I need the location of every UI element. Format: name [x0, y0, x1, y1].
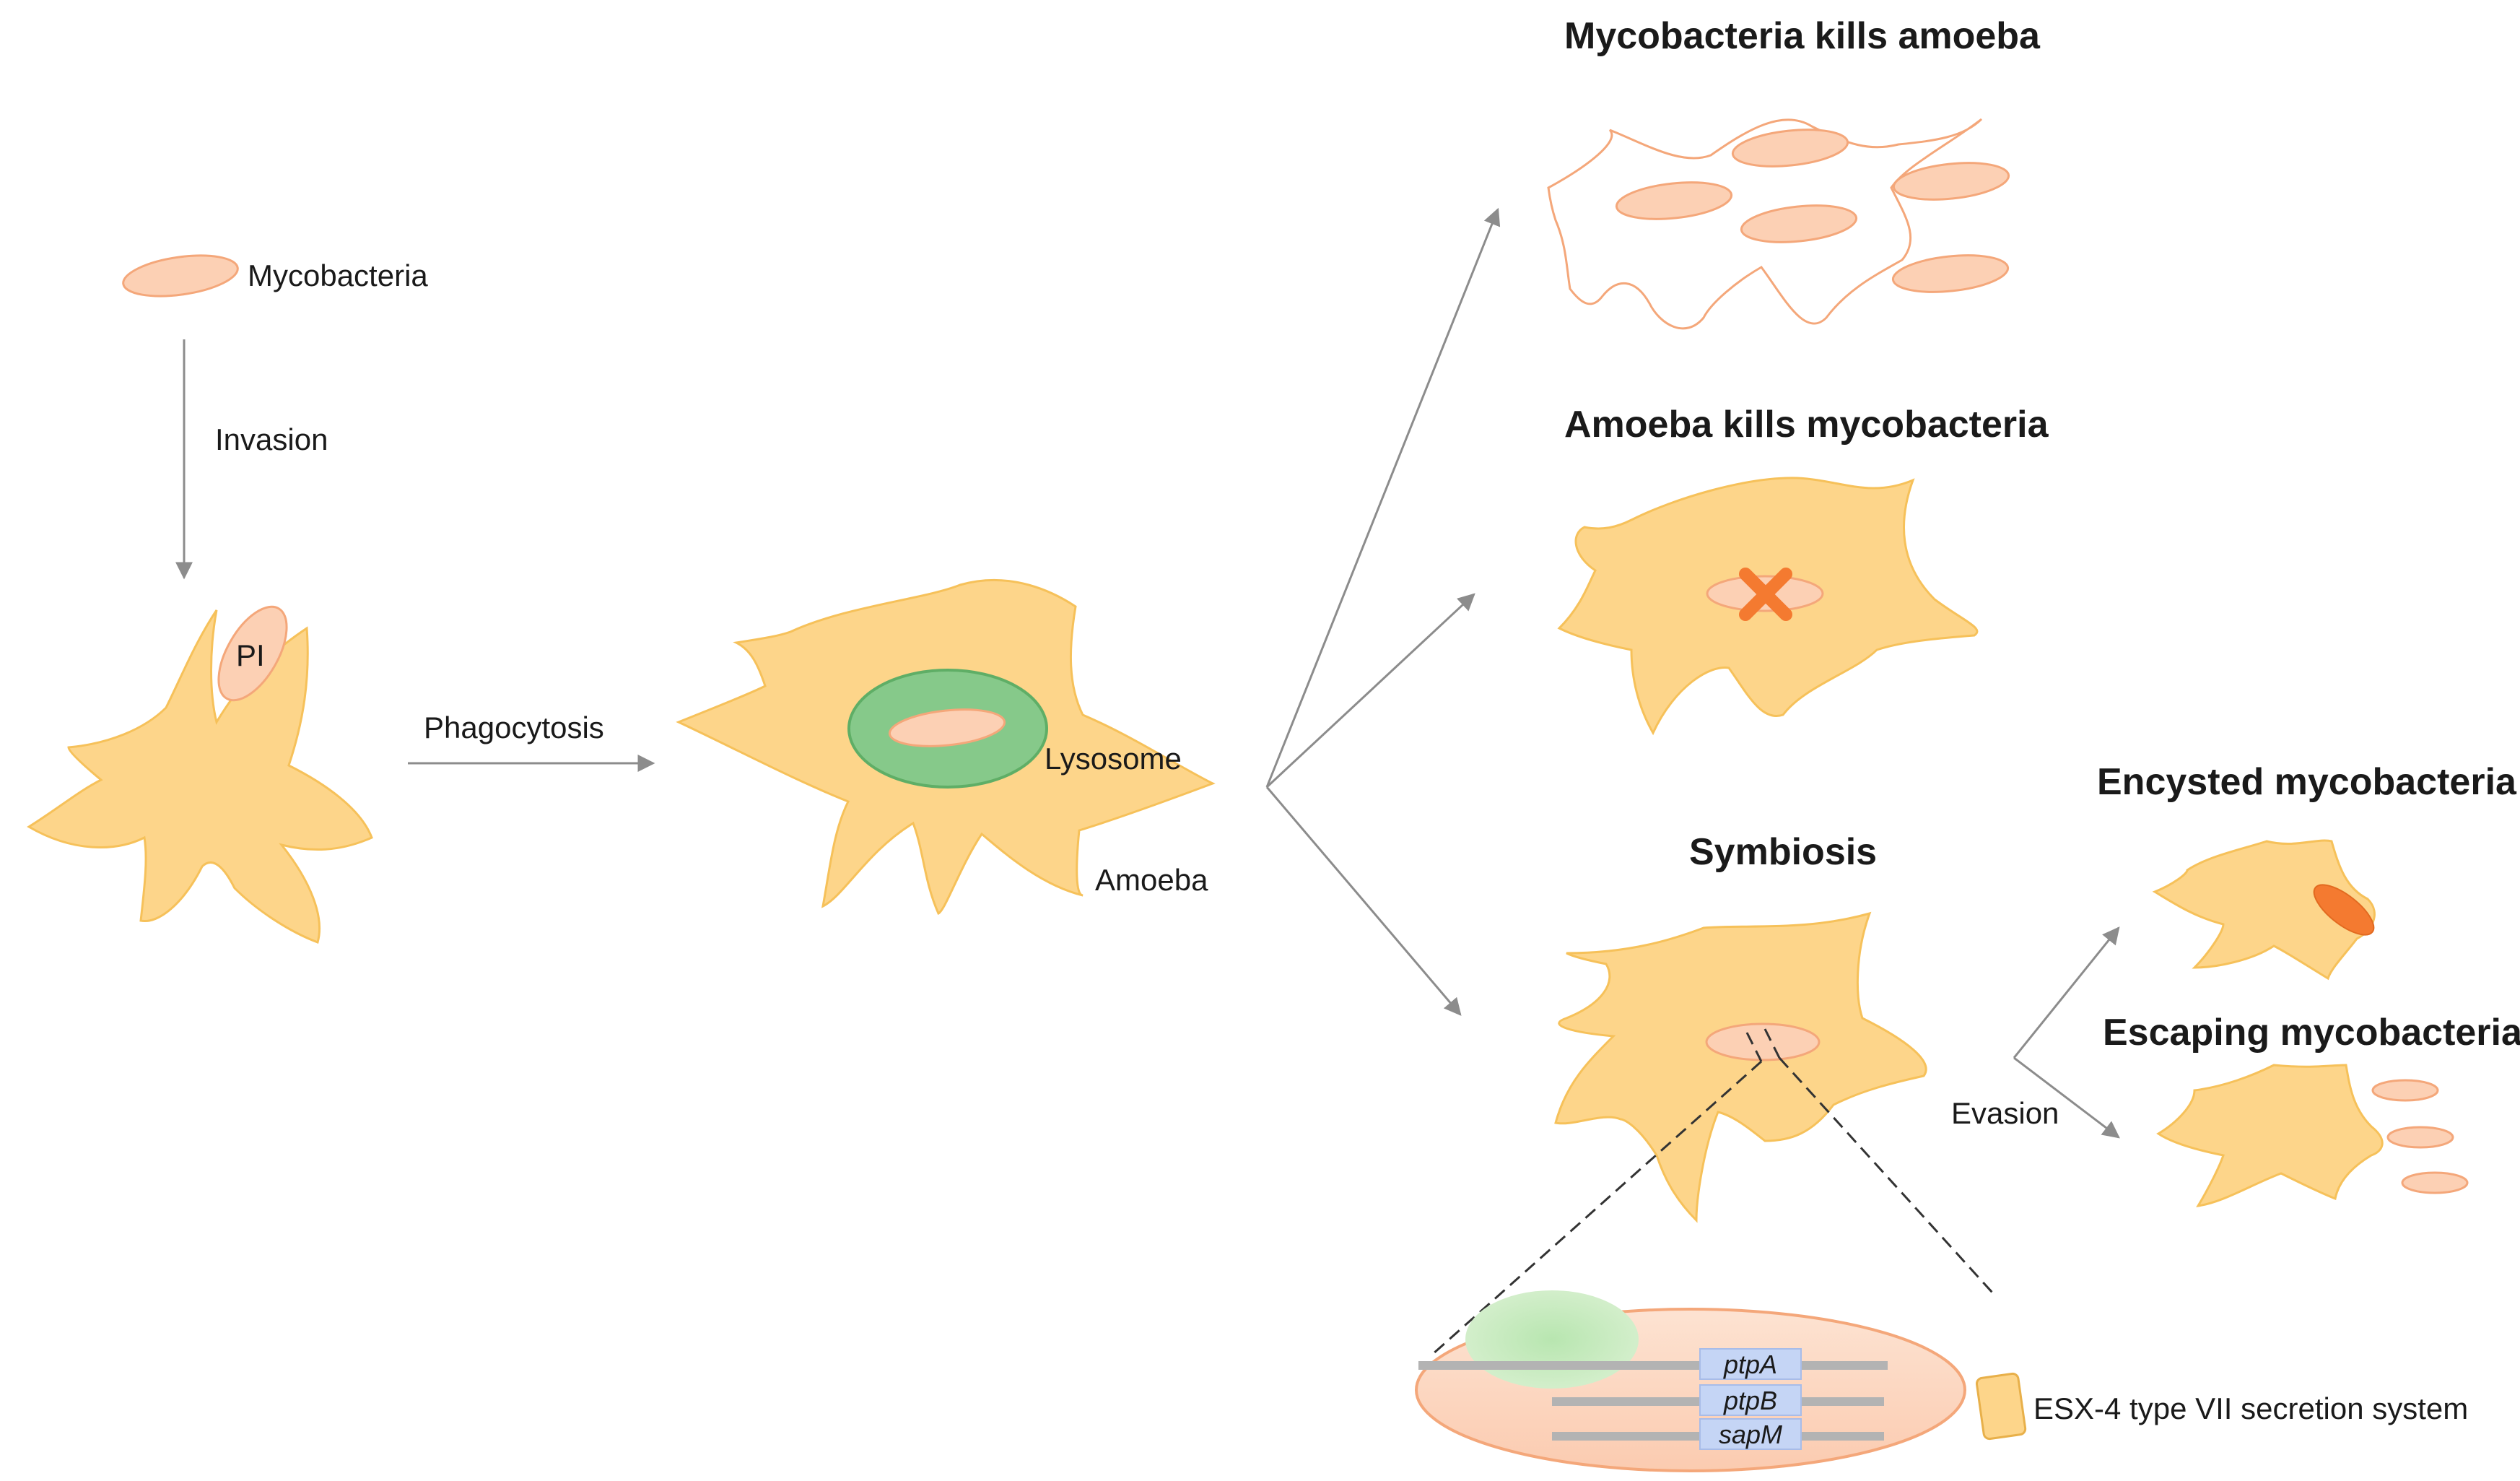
evasion-arrow-escaping	[2013, 1056, 2120, 1139]
lysosome-label: Lysosome	[1045, 742, 1182, 776]
released-mycobacterium	[1892, 162, 2010, 201]
symbiotic-mycobacterium	[1705, 1022, 1821, 1061]
released-mycobacterium	[1615, 181, 1733, 220]
gene-label: sapM	[1719, 1420, 1782, 1449]
secretion-system-label: ESX-4 type VII secretion system	[2033, 1391, 2468, 1425]
branch-arrow-symbiosis	[1265, 786, 1462, 1016]
dna-fragment	[1552, 1397, 1574, 1406]
pi-label: PI	[236, 638, 265, 672]
escaped-mycobacterium	[2401, 1171, 2469, 1194]
phagocytosis-label: Phagocytosis	[424, 711, 604, 744]
released-mycobacterium	[1891, 254, 2010, 293]
escaped-mycobacterium	[2386, 1126, 2454, 1149]
mycobacteria-label: Mycobacteria	[248, 259, 428, 292]
evasion-label: Evasion	[1951, 1096, 2059, 1130]
gene-ptpB: ptpB	[1699, 1384, 1802, 1416]
evasion-arrow-encysted	[2013, 926, 2120, 1059]
released-mycobacterium	[1731, 129, 1849, 168]
zoom-dashes	[1432, 1028, 1994, 1355]
encysted-mycobacterium	[2313, 884, 2375, 936]
branch-arrow-kills-mycobacteria	[1265, 593, 1475, 789]
dna-strand	[1418, 1361, 1888, 1370]
dna-fragment	[1584, 1432, 1603, 1441]
outcome-kills-amoeba-title: Mycobacteria kills amoeba	[1564, 15, 2041, 57]
lysed-amoeba-outline	[1547, 118, 1983, 330]
invasion-label: Invasion	[215, 422, 328, 456]
outcome-encysted-title: Encysted mycobacteria	[2097, 761, 2517, 803]
gene-ptpA: ptpA	[1699, 1348, 1802, 1380]
outcome-escaping-title: Escaping mycobacteria	[2103, 1012, 2520, 1054]
amoeba-label: Amoeba	[1095, 863, 1208, 897]
pi-bacterium	[217, 605, 288, 702]
gene-label: ptpA	[1723, 1350, 1777, 1379]
nucleoid	[1465, 1290, 1639, 1389]
invading-amoeba	[27, 609, 373, 944]
escaping-amoeba	[2156, 1064, 2384, 1207]
released-mycobacterium	[1740, 204, 1858, 243]
outcome-kills-mycobacteria-title: Amoeba kills mycobacteria	[1564, 404, 2049, 446]
escaped-mycobacterium	[2371, 1079, 2439, 1102]
outcome-symbiosis-title: Symbiosis	[1689, 831, 1877, 873]
branch-arrow-kills-amoeba	[1265, 207, 1501, 788]
secretion-system-icon	[1975, 1372, 2027, 1441]
gene-label: ptpB	[1723, 1386, 1777, 1415]
gene-sapM: sapM	[1699, 1418, 1802, 1450]
phagocytosed-mycobacterium	[888, 708, 1006, 747]
dna-fragment	[1584, 1397, 1606, 1406]
symbiotic-amoeba	[1554, 911, 1927, 1223]
encysting-amoeba	[2152, 839, 2376, 981]
free-mycobacterium	[122, 254, 239, 297]
kill-mark-icon	[1739, 568, 1792, 621]
